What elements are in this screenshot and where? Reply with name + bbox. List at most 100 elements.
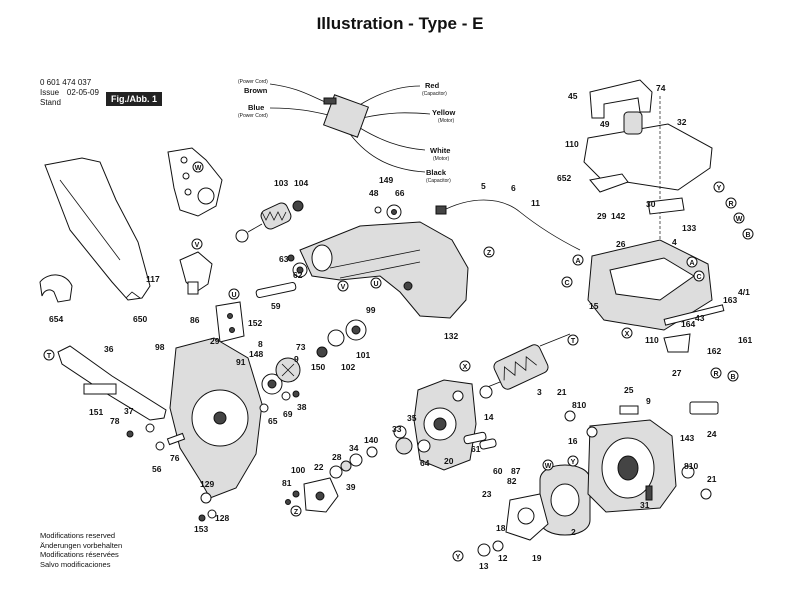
washer-129 [200, 492, 212, 504]
label-34: 34 [349, 443, 359, 453]
label-82: 82 [507, 476, 517, 486]
wire-black-sub: (Capacitor) [426, 178, 451, 184]
label-6: 6 [511, 183, 516, 193]
label-49: 49 [600, 119, 610, 129]
capacitor-24 [689, 401, 719, 415]
page-title: Illustration - Type - E [316, 14, 484, 33]
part-140 [366, 446, 378, 458]
washer-37 [145, 423, 155, 433]
label-18: 18 [496, 523, 506, 533]
label-9b: 9 [646, 396, 651, 406]
label-91: 91 [236, 357, 246, 367]
callout-z-1: Z [483, 246, 495, 258]
wire-red-sub: (Capacitor) [422, 91, 447, 97]
flange-102 [327, 329, 345, 347]
footer-line-en: Modifications reserved [40, 531, 116, 540]
label-9: 9 [294, 354, 299, 364]
pivot-shaft [255, 254, 308, 299]
pin-60 [479, 438, 497, 450]
label-163: 163 [723, 295, 737, 305]
wire-blue: Blue [248, 103, 264, 112]
wire-yellow: Yellow [432, 108, 456, 117]
part-39 [340, 460, 352, 472]
label-652: 652 [557, 173, 571, 183]
brush-25 [619, 405, 639, 415]
label-654: 654 [49, 314, 63, 324]
label-650: 650 [133, 314, 147, 324]
label-103: 103 [274, 178, 288, 188]
issue-date: 02-05-09 [66, 88, 99, 97]
label-99: 99 [366, 305, 376, 315]
screw-100 [292, 490, 300, 498]
svg-text:Z: Z [487, 250, 492, 257]
label-142: 142 [611, 211, 625, 221]
svg-text:W: W [736, 216, 743, 223]
label-37: 37 [124, 406, 134, 416]
reference-callouts: W V U Z V U T T X X Z W Y Y Y R W B A C … [43, 161, 754, 562]
label-33: 33 [392, 424, 402, 434]
label-132: 132 [444, 331, 458, 341]
callout-a-1: A [572, 254, 584, 266]
label-59: 59 [271, 301, 281, 311]
flange-101-hole [351, 325, 361, 335]
screw-153 [198, 514, 206, 522]
svg-text:Y: Y [717, 185, 722, 192]
svg-text:X: X [463, 364, 468, 371]
label-60: 60 [493, 466, 503, 476]
label-12: 12 [498, 553, 508, 563]
gear-64 [417, 439, 431, 453]
lower-blade-guard [169, 337, 263, 499]
motor-housing [587, 419, 677, 513]
label-63: 63 [279, 254, 289, 264]
svg-text:Y: Y [456, 554, 461, 561]
screw-78 [126, 430, 134, 438]
svg-text:R: R [728, 201, 733, 208]
label-19: 19 [532, 553, 542, 563]
cap-21b [700, 488, 712, 500]
washer-69 [281, 391, 291, 401]
gear-33 [395, 437, 413, 455]
wire-black: Black [426, 168, 447, 177]
bearing-14 [479, 385, 493, 399]
callout-b-2: B [727, 370, 739, 382]
label-87: 87 [511, 466, 521, 476]
armature [479, 333, 571, 391]
label-21b: 21 [707, 474, 717, 484]
callout-t-2: T [567, 334, 579, 346]
motor-bracket [167, 147, 223, 217]
callout-c-2: C [693, 270, 705, 282]
bearing-35 [393, 425, 407, 439]
label-43: 43 [695, 313, 705, 323]
label-129: 129 [200, 479, 214, 489]
svg-text:Z: Z [294, 509, 299, 516]
svg-text:A: A [689, 260, 694, 267]
label-73: 73 [296, 342, 306, 352]
label-143: 143 [680, 433, 694, 443]
label-98: 98 [155, 342, 165, 352]
svg-text:U: U [231, 292, 236, 299]
callout-v-2: V [337, 280, 349, 292]
plug-5 [435, 205, 447, 215]
svg-text:T: T [47, 353, 52, 360]
label-101: 101 [356, 350, 370, 360]
label-21a: 21 [557, 387, 567, 397]
arbor-flange [261, 357, 301, 395]
label-76: 76 [170, 453, 180, 463]
callout-x-2: X [621, 327, 633, 339]
screw-48 [374, 206, 382, 214]
washer-38 [292, 390, 300, 398]
dust-bag [44, 157, 151, 301]
label-66: 66 [395, 188, 405, 198]
label-110b: 110 [645, 335, 659, 345]
label-128: 128 [215, 513, 229, 523]
label-104: 104 [294, 178, 308, 188]
callout-a-2: A [686, 256, 698, 268]
base-frame [587, 239, 713, 331]
callout-w-3: W [733, 212, 745, 224]
label-140: 140 [364, 435, 378, 445]
washer-65 [259, 403, 269, 413]
label-5: 5 [481, 181, 486, 191]
spindle-flange [303, 477, 339, 513]
bearing-13 [477, 543, 491, 557]
